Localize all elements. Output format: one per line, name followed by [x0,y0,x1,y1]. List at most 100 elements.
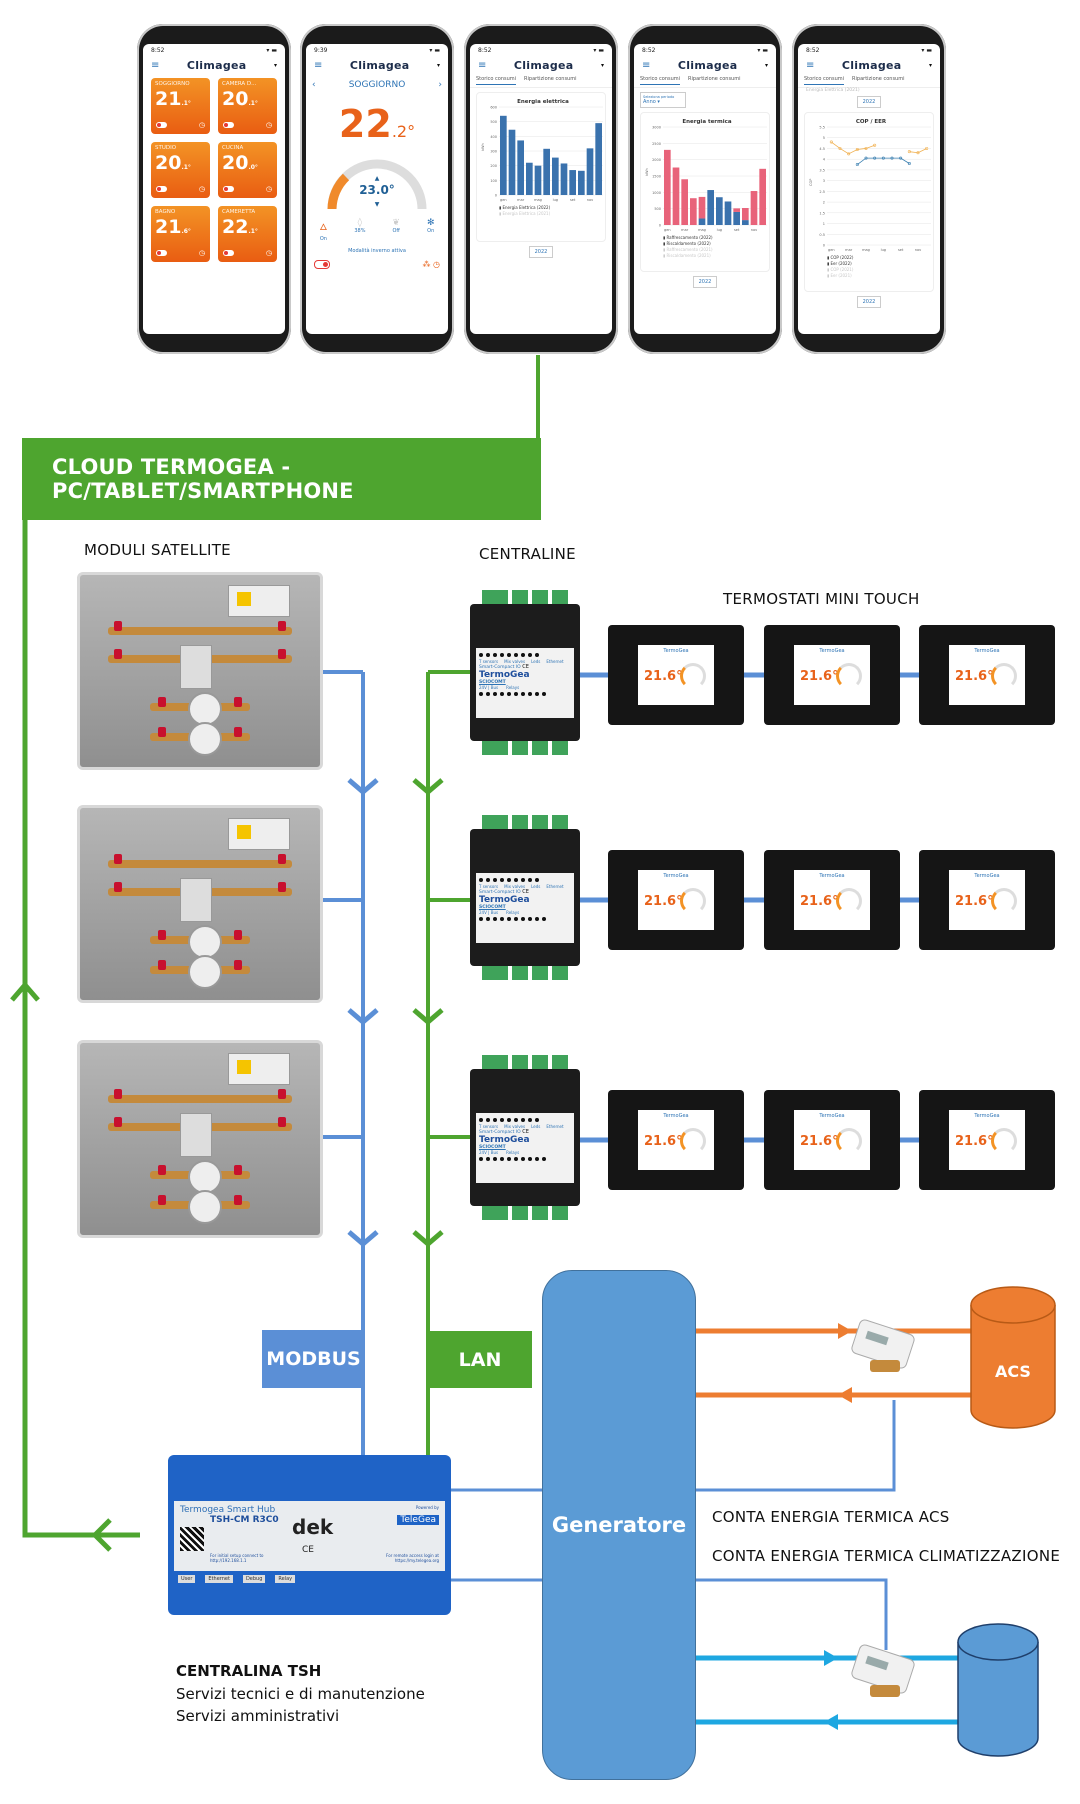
x-tick-label: set [898,248,904,252]
x-tick-label: mag [534,198,542,202]
y-tick-label: 5 [823,136,825,140]
y-tick-label: 2500 [652,142,661,146]
app-title: Climagea [186,59,247,72]
mode-heat[interactable]: 🜂On [319,218,327,242]
clock-icon[interactable]: ◷ [265,185,272,193]
power-toggle[interactable] [314,260,330,269]
port-debug: Debug [242,1575,266,1583]
room-toggle[interactable] [223,250,234,256]
clock-icon[interactable]: ◷ [265,121,272,129]
modbus-tag: MODBUS [262,1330,365,1388]
flame-icon: 🜂 [319,223,328,233]
clima-tank [957,1623,1039,1757]
y-tick-label: 3 [823,179,825,183]
mode-note: Modalità inverno attiva [348,248,406,254]
dropdown-icon[interactable]: ▾ [928,62,932,69]
menu-icon[interactable]: ≡ [642,60,651,71]
menu-icon[interactable]: ≡ [806,60,815,71]
dropdown-icon[interactable]: ▾ [764,62,768,69]
room-toggle[interactable] [156,186,167,192]
chart-title: COP / EER [856,119,887,125]
year-button[interactable]: 2022 [693,276,717,288]
room-toggle[interactable] [156,250,167,256]
x-tick-label: nov [915,248,921,252]
bar [552,157,559,195]
mode-humidity[interactable]: ◊38% [354,218,366,234]
clock-icon[interactable]: ◷ [198,121,205,129]
modbus-arrow-icon [347,1230,379,1248]
series-line [831,141,875,155]
generatore-block: Generatore [542,1270,696,1780]
tab-ripartizione[interactable]: Ripartizione consumi [524,76,577,82]
clock-icon[interactable]: ◷ [198,185,205,193]
room-name: CAMERA D... [222,81,257,87]
lan-arrow-icon [412,778,444,796]
tab-storico[interactable]: Storico consumi [804,76,845,85]
y-tick-label: 0 [823,244,825,248]
x-tick-label: nov [751,228,757,232]
dropdown-icon[interactable]: ▾ [273,62,277,69]
year-button[interactable]: 2022 [529,246,553,258]
year-button[interactable]: 2022 [857,296,881,308]
dropdown-icon[interactable]: ▾ [600,62,604,69]
next-room-icon[interactable]: › [438,80,442,90]
clock-icon[interactable]: ◷ [198,249,205,257]
y-tick-label: 0.5 [819,233,825,237]
tab-storico[interactable]: Storico consumi [640,76,681,85]
menu-icon[interactable]: ≡ [151,60,160,71]
menu-icon[interactable]: ≡ [314,60,323,71]
x-tick-label: lug [553,198,558,202]
setpoint-gauge[interactable]: 23.0° ▲ ▼ [322,154,432,214]
lan-arrow-icon [412,1008,444,1026]
termogea-logo: TermoGea [479,895,530,905]
y-tick-label: 5.5 [819,126,825,130]
status-time: 8:52 [478,47,492,54]
legend-item: ▮ Raffrescamento (2022) [663,235,713,240]
tab-storico[interactable]: Storico consumi [476,76,517,85]
bar [759,168,766,225]
room-temp: 21.1° [155,88,191,110]
flow-arrow-icon [838,1323,852,1339]
room-temp: 20.1° [222,88,258,110]
legend-item: ▮ Eer (2022) [827,261,852,266]
dropdown-icon[interactable]: ▾ [436,62,440,69]
room-temp: 20.0° [222,152,258,174]
bar [724,201,732,225]
tab-ripartizione[interactable]: Ripartizione consumi [688,76,741,82]
mode-fan[interactable]: ✻On [426,218,435,234]
prev-room-icon[interactable]: ‹ [312,80,316,90]
bar [578,170,585,195]
acs-meter-label: CONTA ENERGIA TERMICA ACS [712,1508,950,1526]
year-button[interactable]: 2022 [857,96,881,108]
powered-by: Powered by [415,1505,439,1510]
fan-speed-icon[interactable]: ⁂ [422,260,431,269]
fan-icon: ✻ [426,218,435,228]
menu-icon[interactable]: ≡ [478,60,487,71]
room-temp: 20.1° [155,152,191,174]
room-toggle[interactable] [223,122,234,128]
room-selector[interactable]: ‹SOGGIORNO› [306,80,448,90]
y-tick-label: 500 [490,120,497,124]
room-toggle[interactable] [223,186,234,192]
bar [534,165,542,195]
room-tile[interactable]: CAMERA D...20.1° ◷ [218,78,277,134]
room-toggle[interactable] [156,122,167,128]
mode-eco[interactable]: ❦Off [392,218,400,234]
schedule-icon[interactable]: ◷ [433,260,440,269]
battery-icon: ▾ ▬ [266,47,277,54]
bar [543,148,550,195]
clock-icon[interactable]: ◷ [265,249,272,257]
current-temperature: 22.2° [338,102,416,146]
tab-ripartizione[interactable]: Ripartizione consumi [852,76,905,82]
